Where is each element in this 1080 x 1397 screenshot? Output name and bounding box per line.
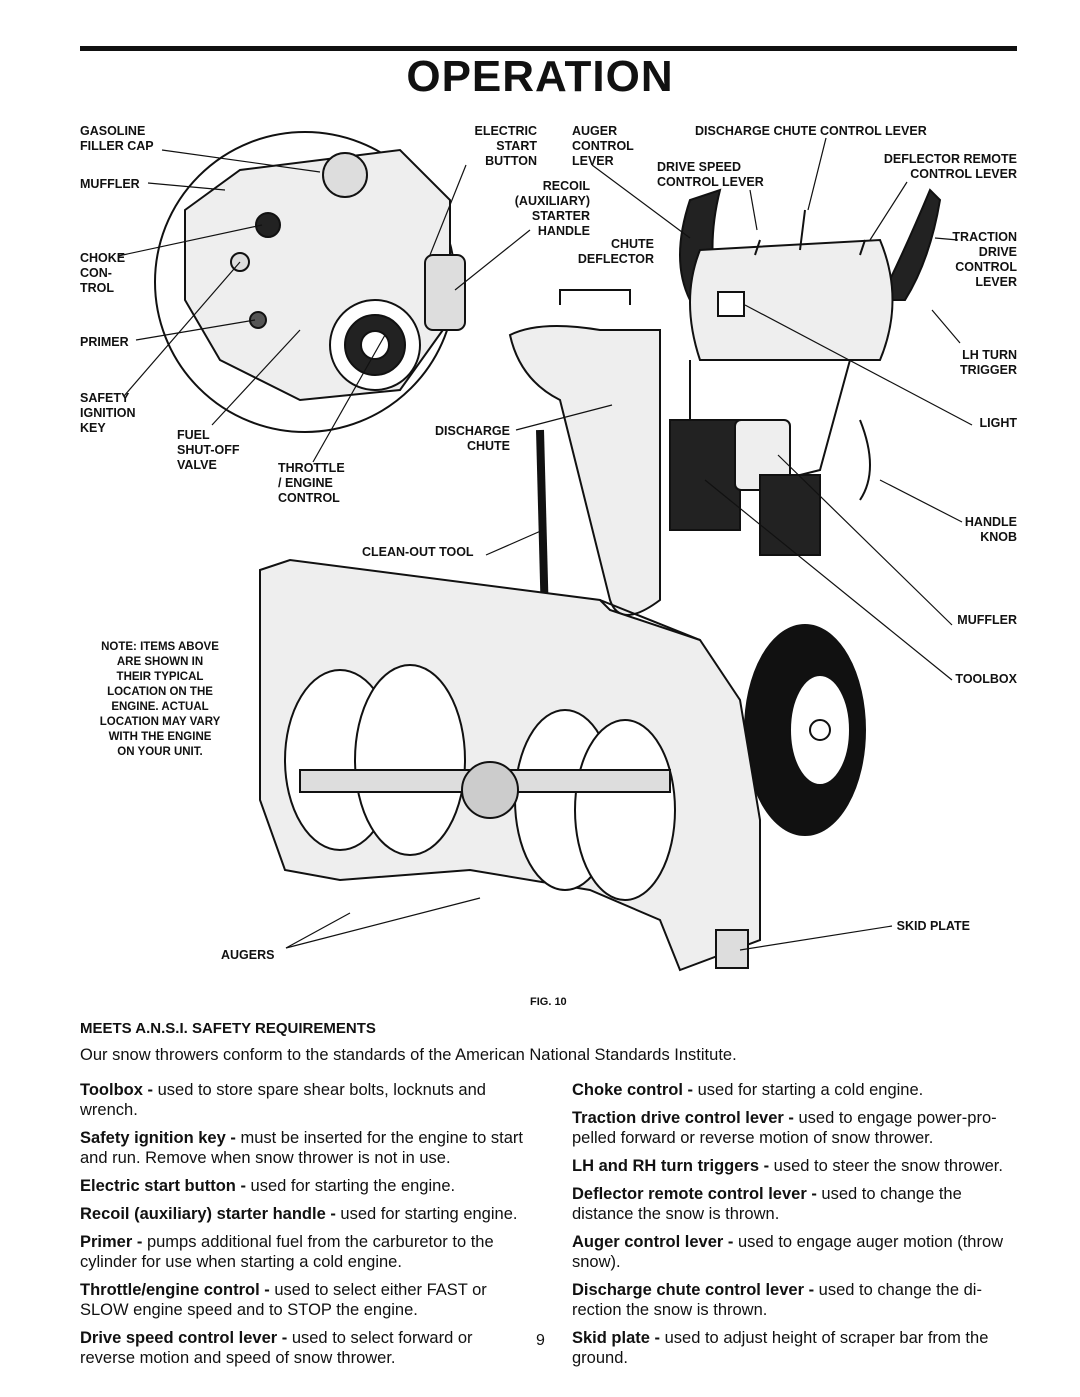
section-intro: Our snow throwers conform to the standar… xyxy=(80,1046,737,1064)
label-discharge-chute: DISCHARGE CHUTE xyxy=(434,424,510,453)
def-recoil-starter-handle: Recoil (auxiliary) starter handle - used… xyxy=(80,1205,518,1223)
label-drive-speed-control-lever: DRIVE SPEED CONTROL LEVER xyxy=(657,160,764,189)
label-clean-out-tool: CLEAN-OUT TOOL xyxy=(362,545,474,559)
section-title: MEETS A.N.S.I. SAFETY REQUIREMENTS xyxy=(80,1020,376,1037)
page-number: 9 xyxy=(536,1332,545,1349)
label-discharge-chute-control-lever: DISCHARGE CHUTE CONTROL LEVER xyxy=(695,124,927,138)
def-turn-triggers: LH and RH turn triggers - used to steer … xyxy=(572,1157,1003,1175)
def-deflector-remote-control-lever: Deflector remote control lever - used to… xyxy=(572,1185,962,1223)
def-drive-speed-control-lever: Drive speed control lever - used to sele… xyxy=(80,1329,473,1367)
label-toolbox: TOOLBOX xyxy=(955,672,1017,686)
label-augers: AUGERS xyxy=(221,948,275,962)
def-toolbox: Toolbox - used to store spare shear bolt… xyxy=(80,1081,486,1119)
label-chute-deflector: CHUTE DEFLECTOR xyxy=(577,237,654,266)
label-safety-ignition-key: SAFETY IGNITION KEY xyxy=(80,391,136,435)
label-light: LIGHT xyxy=(979,416,1018,430)
figure-caption: FIG. 10 xyxy=(530,996,567,1008)
label-primer: PRIMER xyxy=(80,335,129,349)
left-column: Toolbox - used to store spare shear bolt… xyxy=(80,1080,524,1376)
def-safety-ignition-key: Safety ignition key - must be inserted f… xyxy=(80,1129,523,1167)
label-recoil-starter-handle: RECOIL (AUXILIARY) STARTER HANDLE xyxy=(514,179,590,238)
def-primer: Primer - pumps additional fuel from the … xyxy=(80,1233,494,1271)
label-choke-control: CHOKE CON- TROL xyxy=(80,251,126,295)
def-discharge-chute-control-lever: Discharge chute control lever - used to … xyxy=(572,1281,982,1319)
page-title: OPERATION xyxy=(406,52,674,101)
label-lh-turn-trigger: LH TURN TRIGGER xyxy=(960,348,1017,377)
label-electric-start-button: ELECTRIC START BUTTON xyxy=(474,124,538,168)
def-choke-control: Choke control - used for starting a cold… xyxy=(572,1081,924,1099)
label-skid-plate: SKID PLATE xyxy=(896,919,970,933)
label-muffler-engine: MUFFLER xyxy=(80,177,140,191)
def-electric-start-button: Electric start button - used for startin… xyxy=(80,1177,456,1195)
label-deflector-remote-control-lever: DEFLECTOR REMOTE CONTROL LEVER xyxy=(883,152,1017,181)
def-skid-plate: Skid plate - used to adjust height of sc… xyxy=(572,1329,989,1367)
label-fuel-shutoff-valve: FUEL SHUT-OFF VALVE xyxy=(177,428,240,472)
figure-note: NOTE: ITEMS ABOVE ARE SHOWN IN THEIR TYP… xyxy=(99,641,221,758)
label-auger-control-lever: AUGER CONTROL LEVER xyxy=(572,124,634,168)
label-gasoline-filler-cap: GASOLINE FILLER CAP xyxy=(80,124,154,153)
label-handle-knob: HANDLE KNOB xyxy=(964,515,1017,544)
label-traction-drive-control-lever: TRACTION DRIVE CONTROL LEVER xyxy=(952,230,1017,289)
header-rule xyxy=(80,46,1017,51)
def-traction-drive-control-lever: Traction drive control lever - used to e… xyxy=(572,1109,997,1147)
snow-thrower-diagram xyxy=(117,131,973,972)
right-column: Choke control - used for starting a cold… xyxy=(572,1080,1018,1376)
def-throttle-engine-control: Throttle/engine control - used to select… xyxy=(80,1281,487,1319)
def-auger-control-lever: Auger control lever - used to engage aug… xyxy=(572,1233,1004,1271)
label-muffler-unit: MUFFLER xyxy=(957,613,1017,627)
label-throttle-engine-control: THROTTLE / ENGINE CONTROL xyxy=(278,461,345,505)
